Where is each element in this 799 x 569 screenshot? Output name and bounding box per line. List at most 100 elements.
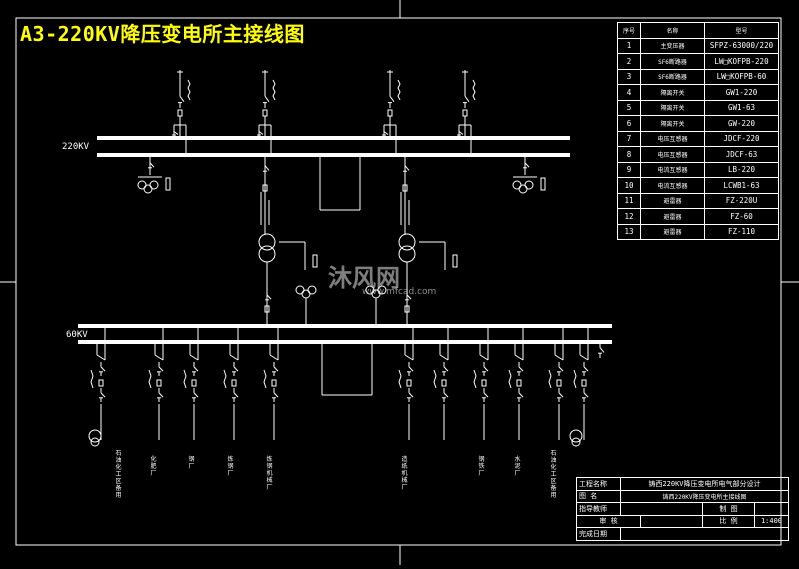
breaker-symbol (556, 379, 562, 387)
feeder-label-3: 炼钢厂 (227, 456, 234, 477)
equipment-model: GW1-220 (704, 84, 779, 101)
equipment-name: SF6断路器 (640, 53, 705, 70)
feeder-wire (479, 354, 489, 361)
pt-symbol (137, 180, 147, 190)
disconnector-symbol (193, 392, 199, 398)
ct-symbol (473, 369, 477, 389)
scale-value: 1:400 (754, 514, 789, 528)
pt-symbol (295, 285, 305, 295)
ct-symbol (508, 369, 512, 389)
breaker-symbol (156, 379, 162, 387)
transformer-winding-symbol (398, 245, 416, 263)
header-name: 名称 (640, 22, 705, 39)
disconnector-symbol (100, 392, 106, 398)
arrester-symbol (165, 177, 171, 191)
bays-group (88, 70, 605, 447)
disconnector-symbol (233, 366, 239, 372)
header-index: 序号 (617, 22, 641, 39)
equipment-index: 8 (617, 146, 641, 163)
equipment-model: LW□KOFPB-60 (704, 68, 779, 85)
station-transformer-symbol (88, 429, 102, 443)
drawing-name-value: 铸西220KV降压变电所主接线图 (620, 489, 789, 503)
disconnector-symbol (404, 165, 410, 171)
hv-bus-label: 220KV (62, 142, 90, 152)
equipment-model: GW-220 (704, 115, 779, 132)
equipment-index: 9 (617, 161, 641, 178)
line-trap-symbol (187, 79, 191, 101)
equipment-model: JDCF-63 (704, 146, 779, 163)
disconnector-symbol (443, 366, 449, 372)
feeder-wire (404, 354, 414, 361)
review-label: 审 核 (576, 514, 641, 528)
ct-symbol (148, 369, 152, 389)
equipment-name: 避雷器 (640, 223, 705, 240)
disconnector-symbol (518, 366, 524, 372)
pt-symbol (524, 180, 534, 190)
line-trap-symbol (472, 79, 476, 101)
equipment-table-header: 序号 名称 型号 (617, 22, 779, 39)
pt-symbol (377, 285, 387, 295)
disconnector-symbol (149, 162, 155, 168)
ct-symbol (573, 369, 577, 389)
feeder-label-1: 化肥厂 (150, 456, 157, 477)
equipment-model: FZ-60 (704, 208, 779, 225)
breaker-symbol (387, 109, 393, 117)
equipment-name: 隔离开关 (640, 115, 705, 132)
disconnector-symbol (443, 392, 449, 398)
breaker-symbol (404, 305, 410, 313)
ct-symbol (398, 369, 402, 389)
equipment-index: 10 (617, 177, 641, 194)
disconnector-symbol (266, 294, 272, 300)
disconnector-symbol (258, 131, 264, 135)
disconnector-symbol (524, 162, 530, 168)
feeder-wire (554, 354, 564, 361)
feeder-wire (229, 354, 239, 361)
breaker-symbol (262, 109, 268, 117)
pt-symbol (143, 184, 153, 194)
equipment-index: 11 (617, 192, 641, 209)
equipment-index: 6 (617, 115, 641, 132)
breaker-symbol (262, 184, 268, 192)
equipment-model: FZ-220U (704, 192, 779, 209)
teacher-label: 指导教师 (576, 502, 621, 516)
disconnector-symbol (173, 131, 179, 135)
breaker-symbol (264, 305, 270, 313)
feeder-label-4: 炼钢机械厂 (266, 456, 273, 491)
feeder-label-5: 造纸机械厂 (401, 456, 408, 491)
disconnector-symbol (273, 392, 279, 398)
equipment-name: 主变压器 (640, 37, 705, 54)
feeder-label-7: 水泥厂 (514, 456, 521, 477)
disconnector-symbol (179, 96, 185, 102)
watermark-url: www.mfcad.com (362, 287, 437, 297)
arrester-symbol (312, 254, 318, 268)
ct-symbol (263, 369, 267, 389)
equipment-index: 12 (617, 208, 641, 225)
drawing-name-label: 图 名 (576, 489, 621, 503)
pt-symbol (518, 184, 528, 194)
disconnector-symbol (158, 392, 164, 398)
feeder-wire (154, 354, 164, 361)
equipment-name: 电流互感器 (640, 177, 705, 194)
equipment-index: 1 (617, 37, 641, 54)
breaker-symbol (402, 184, 408, 192)
feeder-wire (514, 354, 524, 361)
disconnector-symbol (273, 366, 279, 372)
pt-symbol (149, 180, 159, 190)
equipment-name: 隔离开关 (640, 84, 705, 101)
disconnector-symbol (483, 392, 489, 398)
disconnector-symbol (518, 392, 524, 398)
scale-label: 比 例 (702, 514, 755, 528)
equipment-name: SF6断路器 (640, 68, 705, 85)
ct-symbol (183, 369, 187, 389)
equipment-index: 3 (617, 68, 641, 85)
feeder-label-right-outer: 石油化工区备用 (550, 450, 557, 499)
disconnector-symbol (406, 294, 412, 300)
header-model: 型号 (704, 22, 779, 39)
ct-symbol (433, 369, 437, 389)
